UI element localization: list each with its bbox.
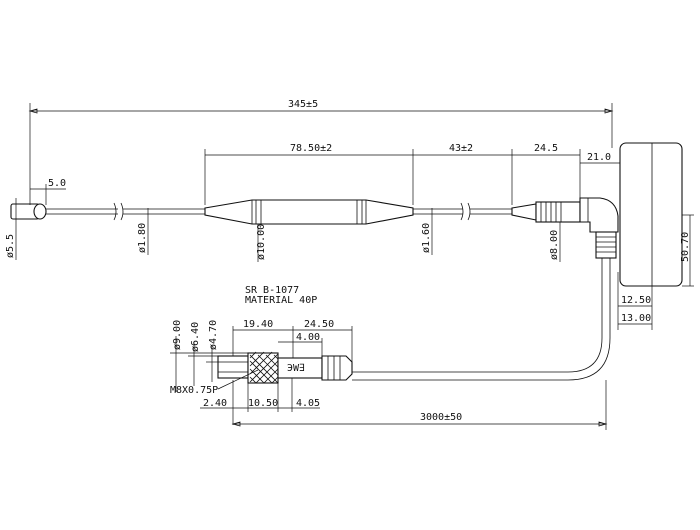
elbow-joint xyxy=(579,197,619,233)
knurled-collar xyxy=(535,201,581,223)
dim-whip-diameter-right: ø1.60 xyxy=(421,223,432,253)
note-material: MATERIAL 40P xyxy=(245,295,317,306)
dim-span-43: 43±2 xyxy=(449,143,473,154)
dim-connector-9-00: ø9.00 xyxy=(172,320,183,350)
dim-span-24-5: 24.5 xyxy=(534,143,558,154)
break-mark-right xyxy=(460,202,471,221)
dim-connector-4-00: 4.00 xyxy=(296,332,320,343)
dim-base-diameter: ø8.00 xyxy=(549,230,560,260)
dim-coil-diameter: ø10.00 xyxy=(256,224,267,260)
dim-cable-length: 3000±50 xyxy=(420,412,462,423)
dim-connector-19-40: 19.40 xyxy=(243,319,273,330)
antenna-assembly xyxy=(10,142,683,287)
dim-tip-diameter: ø5.5 xyxy=(5,234,16,258)
dim-connector-6-40: ø6.40 xyxy=(190,322,201,352)
cable xyxy=(352,258,611,381)
dim-connector-10-50: 10.50 xyxy=(248,398,278,409)
connector-assembly: ЭW∃ xyxy=(217,351,353,384)
ferrule xyxy=(511,203,537,221)
magnetic-base xyxy=(619,142,683,287)
dim-base-12-50: 12.50 xyxy=(621,295,651,306)
connector-boot xyxy=(321,355,353,381)
note-model: SR B-1077 xyxy=(245,285,299,296)
dim-tip-length: 5.0 xyxy=(48,178,66,189)
dimension-labels: 345±5 5.0 ø5.5 ø1.80 78.50±2 ø10.00 ø1.6… xyxy=(5,99,691,423)
dim-base-13-00: 13.00 xyxy=(621,313,651,324)
dim-thread: M8X0.75P xyxy=(170,385,218,396)
connector-pin xyxy=(217,355,249,379)
dim-connector-4-05: 4.05 xyxy=(296,398,320,409)
dim-whip-diameter-left: ø1.80 xyxy=(137,223,148,253)
strain-relief xyxy=(595,231,617,259)
dim-connector-2-40: 2.40 xyxy=(203,398,227,409)
boot-label: ЭW∃ xyxy=(287,363,305,374)
dim-connector-4-70: ø4.70 xyxy=(208,320,219,350)
dimension-lines xyxy=(15,103,694,430)
break-mark-left xyxy=(113,202,124,221)
dim-connector-24-50: 24.50 xyxy=(304,319,334,330)
dim-span-21-0: 21.0 xyxy=(587,152,611,163)
dim-overall-length: 345±5 xyxy=(288,99,318,110)
coil-housing xyxy=(204,199,414,225)
dim-base-height: 50.70 xyxy=(680,232,691,262)
dim-coil-length: 78.50±2 xyxy=(290,143,332,154)
